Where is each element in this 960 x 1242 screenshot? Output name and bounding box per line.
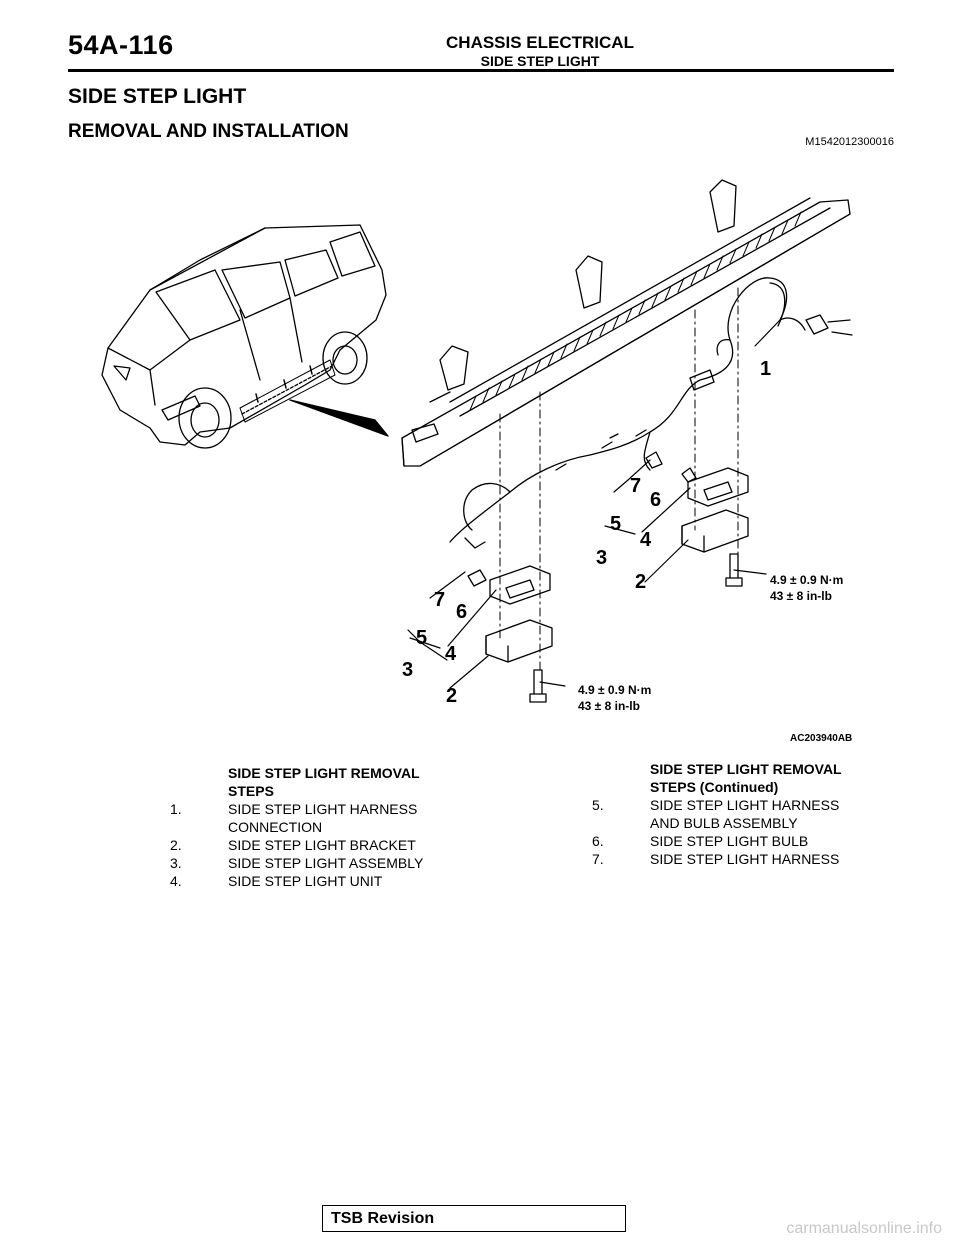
step-number: 5. — [592, 797, 604, 813]
side-step-assembly — [401, 179, 851, 467]
callout-4-right: 4 — [640, 529, 652, 551]
steps-heading-line2: STEPS (Continued) — [650, 779, 779, 795]
leader-lines — [407, 319, 781, 689]
step-text: SIDE STEP LIGHT HARNESS CONNECTION — [228, 800, 480, 836]
alignment-lines — [499, 287, 739, 671]
step-number: 6. — [592, 833, 604, 849]
step-text: SIDE STEP LIGHT HARNESS — [650, 851, 840, 867]
chapter-title: CHASSIS ELECTRICAL — [446, 33, 634, 52]
procedure-title: REMOVAL AND INSTALLATION — [68, 121, 349, 142]
step-text: SIDE STEP LIGHT HARNESS AND BULB ASSEMBL… — [650, 796, 892, 832]
tsb-revision-box: TSB Revision — [322, 1205, 626, 1232]
callout-3-right: 3 — [596, 547, 607, 569]
callout-6-right: 6 — [650, 489, 661, 511]
step-item: 1. SIDE STEP LIGHT HARNESS CONNECTION — [170, 800, 480, 836]
step-text-line2: AND BULB ASSEMBLY — [650, 815, 798, 831]
page-title: SIDE STEP LIGHT — [68, 85, 247, 108]
step-text-line2: CONNECTION — [228, 819, 323, 835]
step-text: SIDE STEP LIGHT BRACKET — [228, 837, 416, 853]
torque-left-inlb: 43 ± 8 in-lb — [578, 699, 640, 713]
step-item: 7. SIDE STEP LIGHT HARNESS — [592, 850, 892, 868]
step-number: 3. — [170, 855, 182, 871]
torque-left-nm: 4.9 ± 0.9 N·m — [578, 683, 651, 697]
step-text: SIDE STEP LIGHT UNIT — [228, 873, 383, 889]
figure-code: AC203940AB — [790, 733, 852, 744]
bolt-right — [725, 553, 743, 587]
step-item: 2. SIDE STEP LIGHT BRACKET — [170, 836, 480, 854]
bracket-right — [681, 509, 749, 553]
step-number: 4. — [170, 873, 182, 889]
vehicle-illustration — [101, 224, 387, 449]
pointer-arrow — [289, 399, 389, 437]
removal-steps-right: SIDE STEP LIGHT REMOVAL STEPS (Continued… — [592, 760, 892, 868]
step-item: 4. SIDE STEP LIGHT UNIT — [170, 872, 480, 890]
steps-heading-line2: STEPS — [228, 783, 274, 799]
exploded-view-figure: 1 2 2 3 3 4 4 5 5 6 6 7 7 4.9 ± 0.9 N·m … — [101, 179, 853, 744]
bolt-left — [529, 669, 547, 703]
header-rule — [68, 69, 894, 72]
light-unit-left — [489, 565, 551, 605]
steps-heading-line1: SIDE STEP LIGHT REMOVAL — [228, 765, 420, 781]
light-unit-right — [687, 467, 749, 507]
step-number: 7. — [592, 851, 604, 867]
watermark: carmanualsonline.info — [786, 1220, 942, 1237]
callout-3-left: 3 — [402, 659, 413, 681]
step-item: 3. SIDE STEP LIGHT ASSEMBLY — [170, 854, 480, 872]
callout-7-right: 7 — [630, 475, 641, 497]
tsb-revision-label: TSB Revision — [331, 1210, 435, 1227]
bracket-left — [485, 619, 553, 663]
callout-4-left: 4 — [445, 643, 457, 665]
callout-6-left: 6 — [456, 601, 467, 623]
step-text-line1: SIDE STEP LIGHT HARNESS — [228, 801, 418, 817]
callout-1: 1 — [760, 358, 771, 380]
torque-right-nm: 4.9 ± 0.9 N·m — [770, 573, 843, 587]
step-text: SIDE STEP LIGHT BULB — [650, 833, 809, 849]
step-text: SIDE STEP LIGHT ASSEMBLY — [228, 855, 424, 871]
callout-5-right: 5 — [610, 513, 621, 535]
step-item: 6. SIDE STEP LIGHT BULB — [592, 832, 892, 850]
step-item: 5. SIDE STEP LIGHT HARNESS AND BULB ASSE… — [592, 796, 892, 832]
step-number: 2. — [170, 837, 182, 853]
steps-heading-line1: SIDE STEP LIGHT REMOVAL — [650, 761, 842, 777]
callout-labels: 1 2 2 3 3 4 4 5 5 6 6 7 7 4.9 ± 0.9 N·m … — [402, 358, 852, 744]
step-text-line1: SIDE STEP LIGHT HARNESS — [650, 797, 840, 813]
harness-illustration — [449, 277, 853, 587]
document-code: M1542012300016 — [805, 136, 894, 148]
step-number: 1. — [170, 801, 182, 817]
removal-steps-left: SIDE STEP LIGHT REMOVAL STEPS 1. SIDE ST… — [170, 764, 480, 890]
callout-2-right: 2 — [635, 571, 646, 593]
torque-right-inlb: 43 ± 8 in-lb — [770, 589, 832, 603]
callout-2-left: 2 — [446, 685, 457, 707]
section-title: SIDE STEP LIGHT — [480, 53, 600, 69]
page-number: 54A-116 — [68, 30, 174, 60]
callout-5-left: 5 — [416, 627, 427, 649]
callout-7-left: 7 — [434, 589, 445, 611]
